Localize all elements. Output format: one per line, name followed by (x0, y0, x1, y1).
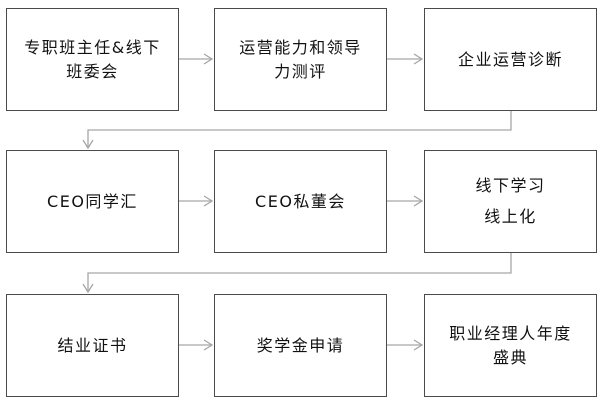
connector-n1-n2 (179, 53, 214, 65)
connector-n7-n8 (179, 339, 214, 351)
connector-n6-n7 (82, 253, 512, 294)
connector-n3-n4 (82, 111, 512, 150)
node-scholarship-application: 奖学金申请 (214, 294, 387, 397)
node-offline-to-online: 线下学习 线上化 (424, 150, 597, 253)
connector-n8-n9 (387, 339, 424, 351)
connector-n4-n5 (179, 195, 214, 207)
node-label: 奖学金申请 (256, 335, 345, 355)
connector-n5-n6 (387, 195, 424, 207)
node-leadership-assessment: 运营能力和领导 力测评 (214, 8, 387, 111)
node-label: 企业运营诊断 (457, 49, 563, 69)
node-label: 结业证书 (57, 335, 128, 355)
connector-n2-n3 (387, 53, 424, 65)
node-label: 专职班主任&线下 班委会 (24, 38, 161, 81)
node-operations-diagnosis: 企业运营诊断 (424, 8, 597, 111)
node-graduation-certificate: 结业证书 (6, 294, 179, 397)
node-ceo-alumni: CEO同学汇 (6, 150, 179, 253)
node-label: CEO私董会 (255, 191, 346, 211)
node-head-teacher-class-committee: 专职班主任&线下 班委会 (6, 8, 179, 111)
node-label: 运营能力和领导 力测评 (239, 38, 362, 81)
node-label: 线下学习 线上化 (475, 176, 546, 226)
node-label: 职业经理人年度 盛典 (449, 324, 572, 367)
node-ceo-private-board: CEO私董会 (214, 150, 387, 253)
node-annual-manager-gala: 职业经理人年度 盛典 (424, 294, 597, 397)
node-label: CEO同学汇 (47, 191, 138, 211)
